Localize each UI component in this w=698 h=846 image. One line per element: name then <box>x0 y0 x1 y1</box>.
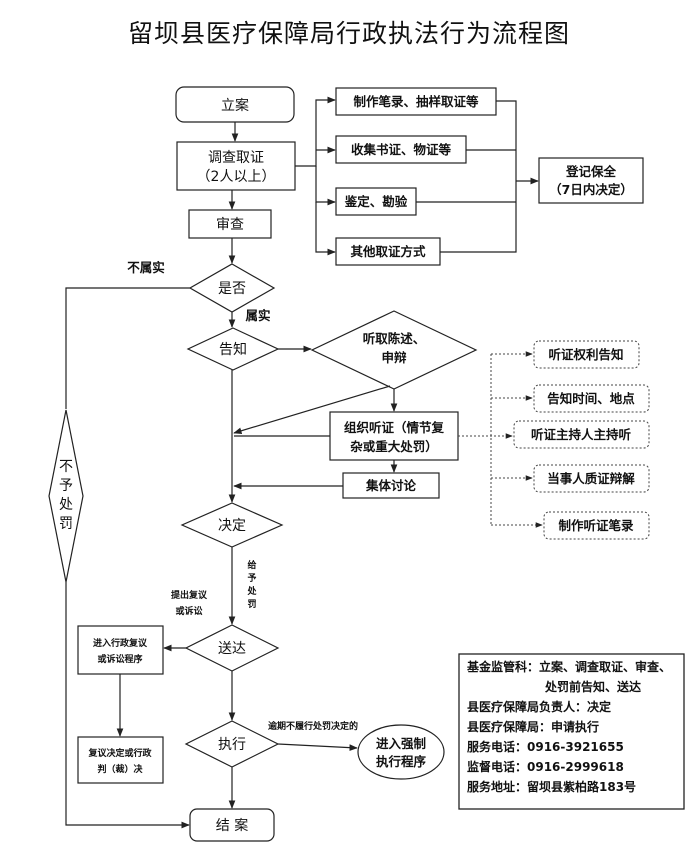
decision-zhixing-label: 执行 <box>218 737 246 753</box>
node-diaocha-label-1: 调查取证 <box>208 150 264 166</box>
label-yuqi: 逾期不履行处罚决定的 <box>268 720 358 732</box>
geiyu-char-1: 给 <box>247 559 256 571</box>
label-tichu-1: 提出复议 <box>171 589 208 601</box>
hearing-label-2: 告知时间、地点 <box>547 391 635 406</box>
node-diaocha-label-2: （2人以上） <box>197 169 276 185</box>
decision-gaozhi <box>186 327 280 371</box>
zuzhi-label-2: 杂或重大处罚） <box>350 439 438 454</box>
decision-jueding-label: 决定 <box>218 518 246 534</box>
jiti-label: 集体讨论 <box>365 478 417 493</box>
hearing-label-4: 当事人质证辩解 <box>547 471 635 486</box>
info-line-3: 县医疗保障局负责人：决定 <box>467 699 611 714</box>
node-fuyi-jueding <box>77 736 164 784</box>
hearing-box-3 <box>513 420 650 449</box>
label-tichu-2: 或诉讼 <box>175 605 202 617</box>
decision-songda-label: 送达 <box>218 641 246 657</box>
fuyi-label-1: 进入行政复议 <box>93 637 148 649</box>
decision-gaozhi-label: 告知 <box>219 341 247 358</box>
buyu-char-1: 不 <box>59 459 73 475</box>
fuyijd-label-2: 判（裁）决 <box>97 763 143 775</box>
evidence-box-4 <box>335 237 441 266</box>
node-shencha-label: 审查 <box>216 217 244 233</box>
evidence-box-2 <box>335 135 467 164</box>
evidence-label-3: 鉴定、勘验 <box>344 194 408 209</box>
node-shencha <box>188 209 272 239</box>
hearing-label-3: 听证主持人主持听 <box>531 427 632 442</box>
node-lian-label: 立案 <box>221 97 249 114</box>
connectors <box>65 96 543 829</box>
geiyu-char-4: 罚 <box>247 599 256 610</box>
fuyi-label-2: 或诉讼程序 <box>97 653 142 665</box>
hearing-label-1: 听证权利告知 <box>548 347 623 362</box>
node-jiti-taolun <box>342 472 440 499</box>
label-bushushi: 不属实 <box>127 260 165 275</box>
qiangzhi-label-2: 执行程序 <box>376 754 427 769</box>
geiyu-char-3: 处 <box>246 585 257 597</box>
tingqu-label-2: 申辩 <box>381 350 407 365</box>
save-label-1: 登记保全 <box>565 164 617 179</box>
info-line-1: 基金监管科：立案、调查取证、审查、 <box>466 659 671 674</box>
evidence-box-1 <box>335 87 497 116</box>
decision-shifou-label: 是否 <box>218 281 246 297</box>
node-diaocha <box>176 141 296 191</box>
node-dengji-baoquan <box>538 157 644 204</box>
hearing-box-2 <box>533 384 650 413</box>
geiyu-char-2: 予 <box>247 573 256 584</box>
info-panel <box>458 653 685 810</box>
hearing-box-4 <box>533 464 650 493</box>
node-jiean <box>189 808 275 842</box>
evidence-label-4: 其他取证方式 <box>350 244 426 259</box>
node-qiangzhi <box>357 724 445 780</box>
evidence-box-3 <box>335 187 417 216</box>
info-line-7: 服务地址：留坝县紫柏路183号 <box>467 779 636 794</box>
info-line-6: 监督电话：0916-2999618 <box>467 759 624 774</box>
buyu-char-4: 罚 <box>59 516 73 532</box>
node-fuyi <box>77 625 164 675</box>
evidence-label-1: 制作笔录、抽样取证等 <box>353 94 479 109</box>
hearing-label-5: 制作听证笔录 <box>558 518 634 533</box>
buyu-char-2: 予 <box>59 478 73 494</box>
label-shushi: 属实 <box>245 308 270 323</box>
node-zuzhi-tingzheng <box>329 411 459 461</box>
page-title: 留坝县医疗保障局行政执法行为流程图 <box>128 19 570 48</box>
tingqu-label-1: 听取陈述、 <box>363 331 426 346</box>
info-line-5: 服务电话：0916-3921655 <box>467 739 624 754</box>
node-jiean-label: 结 案 <box>216 817 248 834</box>
info-line-2: 处罚前告知、送达 <box>544 679 641 694</box>
qiangzhi-label-1: 进入强制 <box>376 736 426 751</box>
save-label-2: （7日内决定） <box>549 182 633 197</box>
info-line-4: 县医疗保障局：申请执行 <box>467 719 599 734</box>
buyu-char-3: 处 <box>59 497 73 513</box>
decision-buyuchufa <box>48 409 84 583</box>
zuzhi-label-1: 组织听证（情节复 <box>344 420 445 435</box>
fuyijd-label-1: 复议决定或行政 <box>87 747 152 759</box>
evidence-label-2: 收集书证、物证等 <box>351 142 452 157</box>
